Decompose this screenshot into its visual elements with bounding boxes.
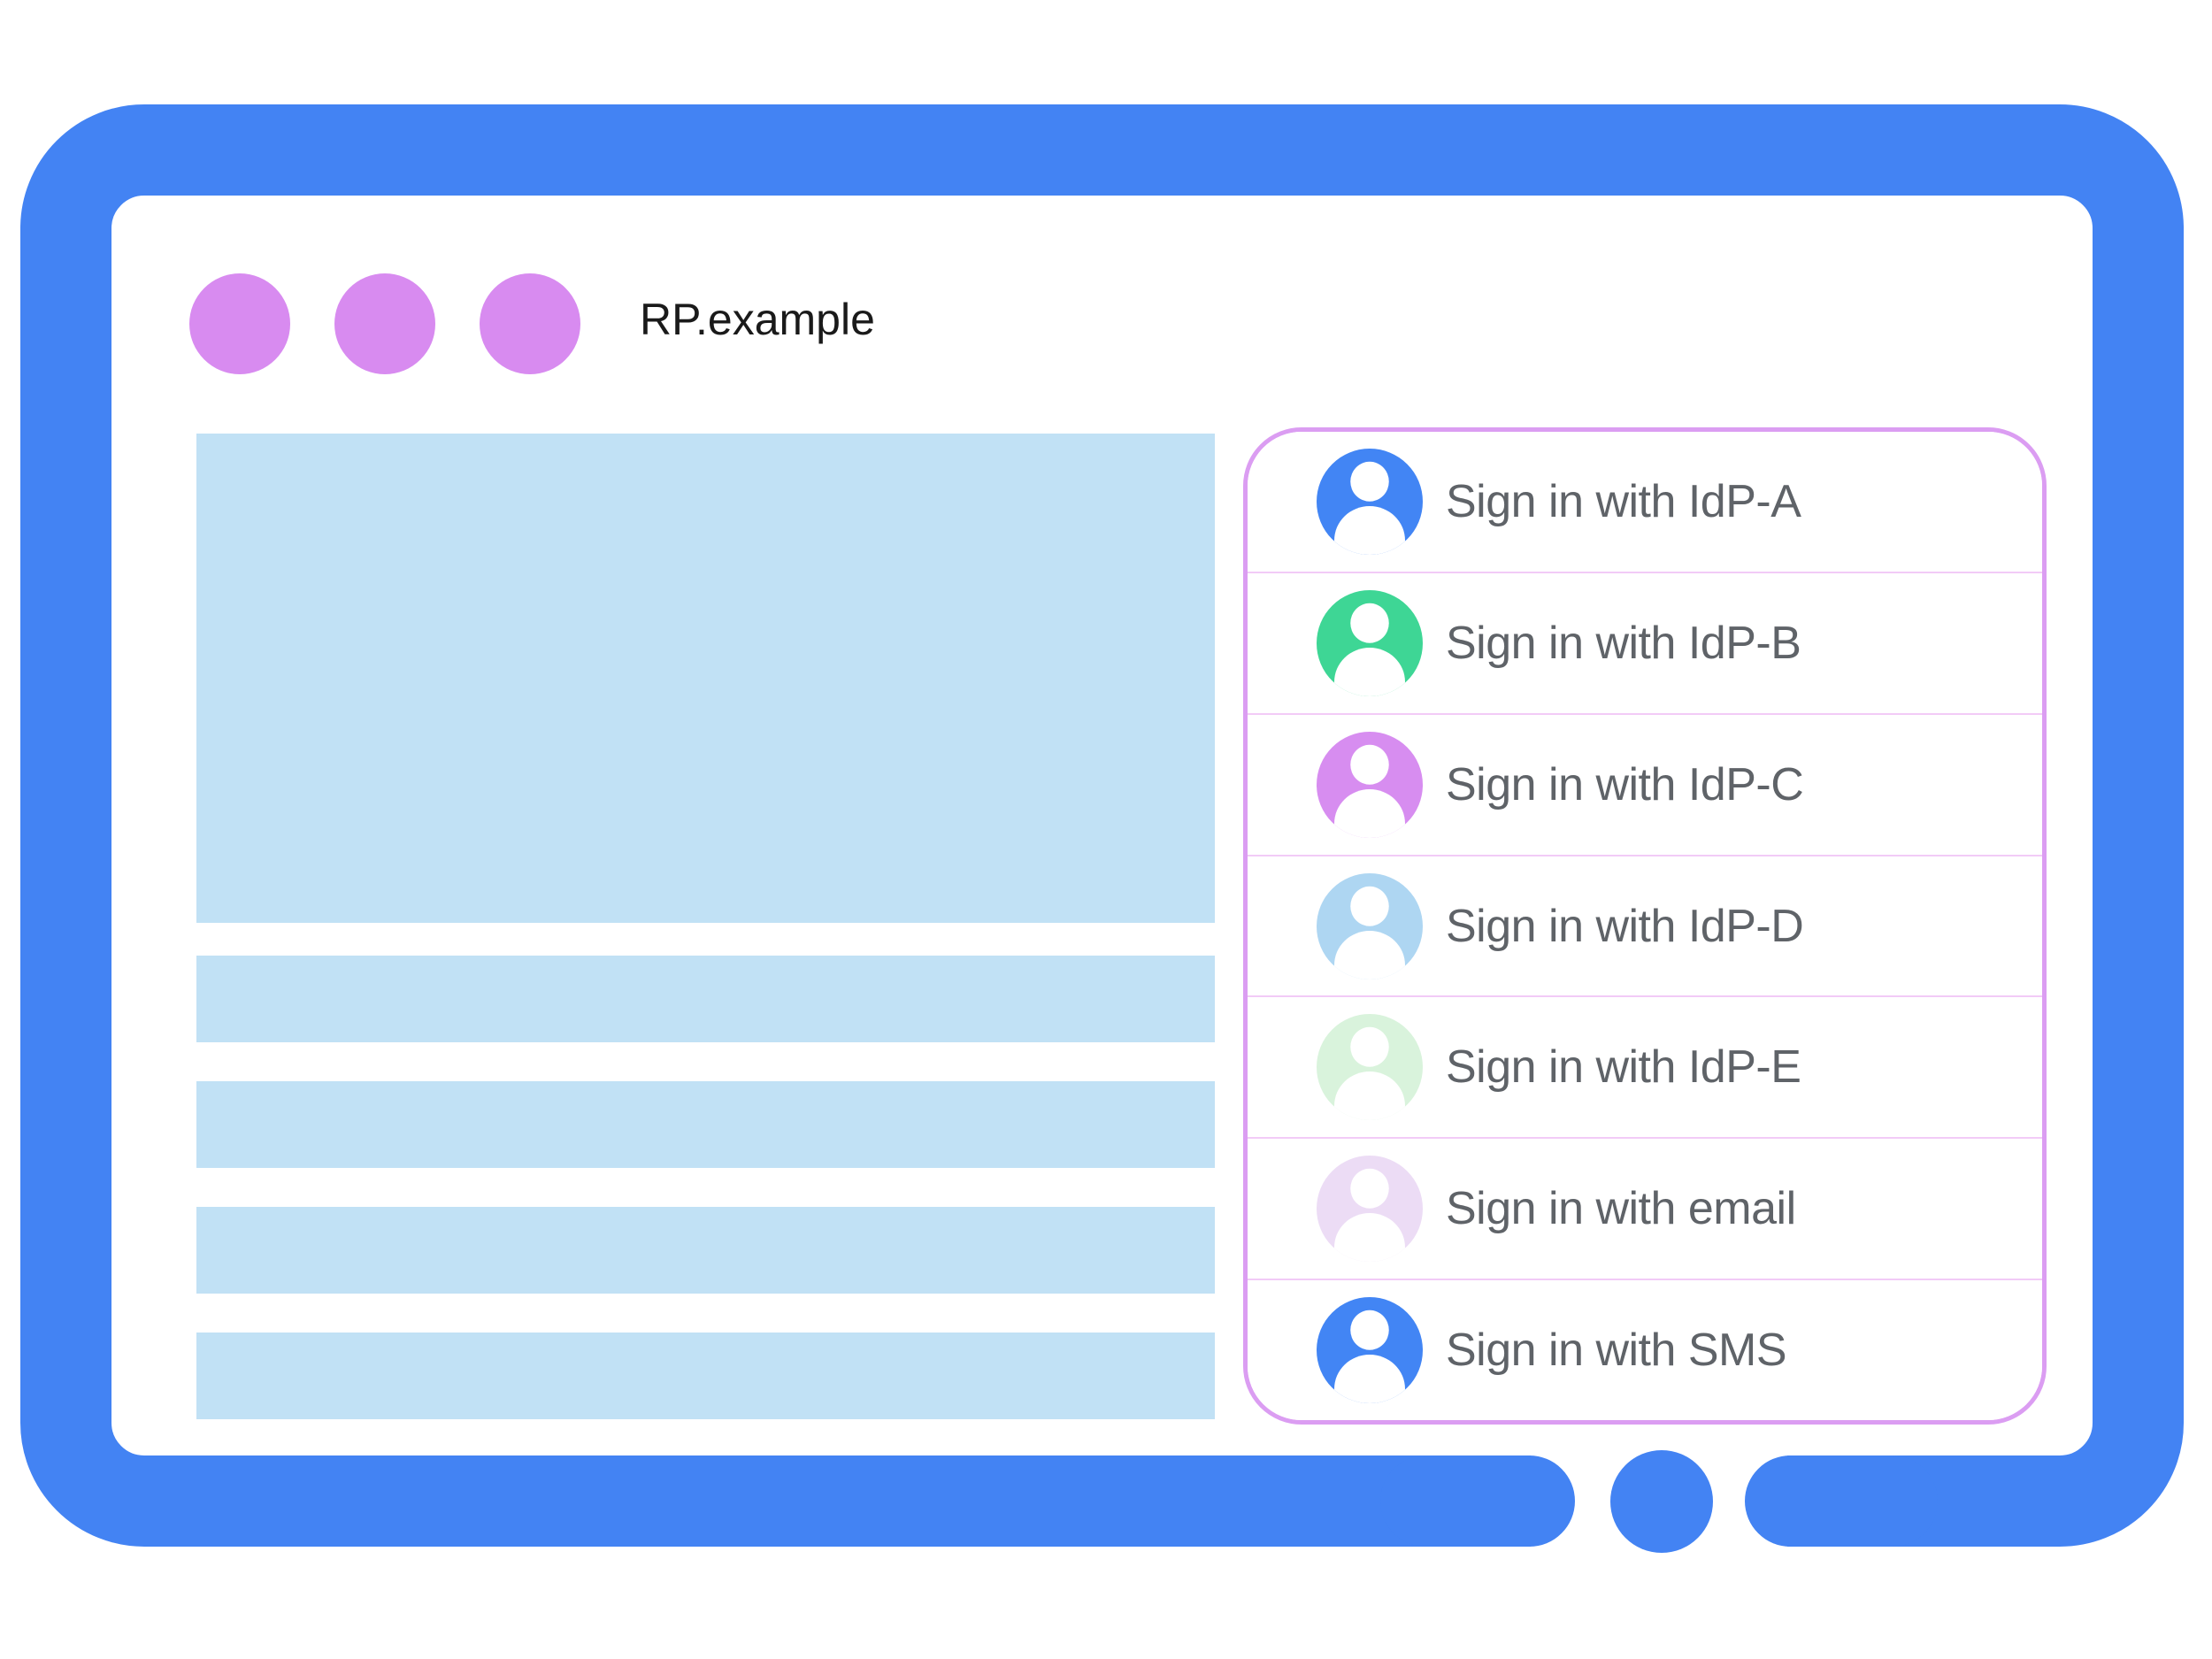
- signin-option[interactable]: Sign in with email: [1248, 1137, 2042, 1279]
- signin-option-label: Sign in with IdP-C: [1446, 758, 1804, 810]
- signin-option[interactable]: Sign in with IdP-B: [1248, 571, 2042, 713]
- signin-option-label: Sign in with SMS: [1446, 1325, 1787, 1377]
- person-icon: [1317, 731, 1423, 838]
- person-icon: [1317, 1156, 1423, 1263]
- person-icon: [1317, 589, 1423, 696]
- signin-option-label: Sign in with IdP-B: [1446, 617, 1801, 669]
- content-placeholder-line: [196, 956, 1215, 1042]
- person-icon: [1317, 872, 1423, 979]
- signin-panel: Sign in with IdP-A Sign in with IdP-B: [1243, 427, 2047, 1425]
- window-control-dot: [189, 273, 290, 374]
- frame-bottom-bar-left-cap: [1380, 1455, 1575, 1547]
- signin-option[interactable]: Sign in with IdP-E: [1248, 995, 2042, 1138]
- content-placeholder-line: [196, 1081, 1215, 1168]
- content-placeholder-line: [196, 1333, 1215, 1419]
- frame-bottom-circle: [1610, 1450, 1713, 1553]
- signin-option-label: Sign in with IdP-D: [1446, 900, 1804, 952]
- person-icon: [1317, 448, 1423, 555]
- window-control-dot: [334, 273, 435, 374]
- signin-option[interactable]: Sign in with IdP-C: [1248, 712, 2042, 855]
- frame-bottom-bar-right-cap: [1745, 1455, 1938, 1547]
- person-icon: [1317, 1014, 1423, 1121]
- signin-option-label: Sign in with email: [1446, 1183, 1796, 1235]
- content-placeholder-line: [196, 1207, 1215, 1294]
- signin-option-label: Sign in with IdP-A: [1446, 475, 1801, 527]
- signin-option[interactable]: Sign in with IdP-D: [1248, 854, 2042, 996]
- signin-option[interactable]: Sign in with SMS: [1248, 1279, 2042, 1420]
- window-control-dot: [480, 273, 580, 374]
- signin-option-label: Sign in with IdP-E: [1446, 1041, 1801, 1094]
- site-title: RP.example: [640, 295, 875, 344]
- person-icon: [1317, 1297, 1423, 1404]
- content-placeholder-hero: [196, 434, 1215, 923]
- window-controls: [189, 273, 580, 374]
- signin-option[interactable]: Sign in with IdP-A: [1248, 432, 2042, 572]
